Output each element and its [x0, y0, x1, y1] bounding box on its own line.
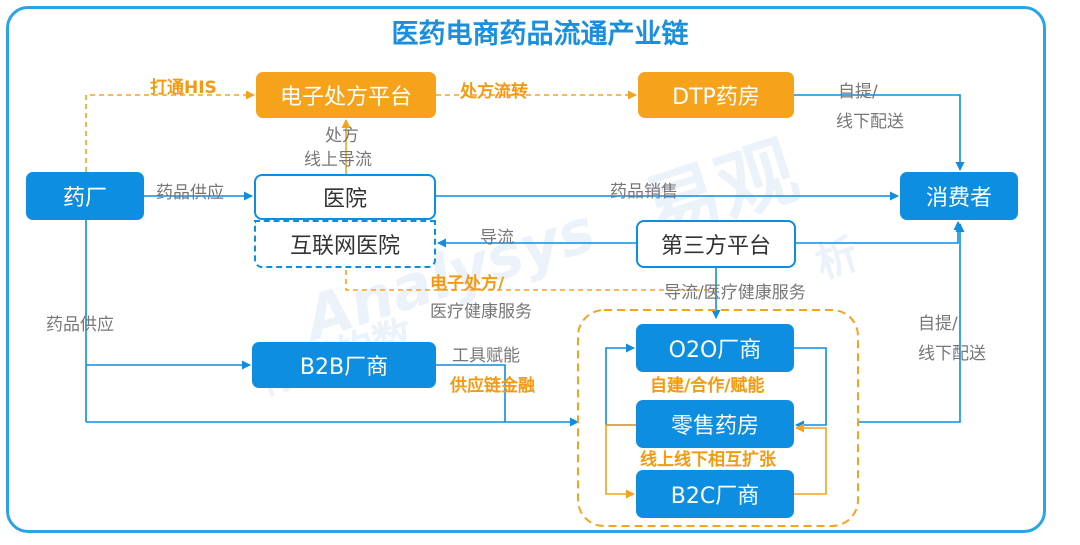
line-b2b-to-cluster [436, 364, 506, 422]
line-internet-hospital-services [345, 270, 716, 291]
label-offline-delivery-2: 线下配送 [918, 344, 986, 364]
label-supply-chain-finance: 供应链金融 [450, 376, 535, 396]
label-offline-delivery-1: 线下配送 [836, 112, 904, 132]
line-retail-to-b2c [605, 424, 636, 499]
node-eprescription: 电子处方平台 [256, 72, 436, 118]
node-o2o: O2O厂商 [636, 324, 794, 372]
node-retail: 零售药房 [636, 400, 794, 448]
node-internet-hospital: 互联网医院 [254, 220, 436, 268]
label-online-diversion: 线上导流 [304, 150, 372, 170]
label-prescription-flow: 处方流转 [460, 82, 528, 102]
label-online-offline: 线上线下相互扩张 [640, 450, 776, 470]
node-consumer: 消费者 [900, 172, 1018, 220]
node-hospital: 医院 [254, 174, 436, 220]
line-retail-to-o2o [605, 343, 636, 426]
line-thirdparty-to-consumer [796, 221, 963, 244]
label-diversion-health: 导流/医疗健康服务 [664, 283, 806, 303]
label-diversion: 导流 [480, 228, 514, 248]
label-drug-sales: 药品销售 [610, 182, 678, 202]
line-open-his [85, 90, 255, 172]
label-open-his: 打通HIS [150, 78, 217, 98]
line-b2c-to-retail [794, 423, 827, 495]
label-drug-supply-1: 药品供应 [156, 183, 224, 203]
node-third-party: 第三方平台 [636, 220, 796, 268]
label-medical-health-service: 医疗健康服务 [430, 302, 532, 322]
label-drug-supply-2: 药品供应 [46, 315, 114, 335]
label-self-build: 自建/合作/赋能 [650, 376, 765, 396]
node-pharma: 药厂 [26, 172, 144, 220]
node-dtp: DTP药房 [638, 72, 794, 118]
retail-cluster-outline [577, 309, 859, 527]
label-e-prescription: 电子处方/ [430, 274, 505, 294]
line-dtp-to-consumer [794, 94, 965, 171]
line-o2o-to-retail [794, 347, 827, 430]
label-self-pickup-2: 自提/ [918, 314, 958, 334]
node-b2b: B2B厂商 [252, 342, 436, 388]
label-tool-empower: 工具赋能 [452, 346, 520, 366]
page-title: 医药电商药品流通产业链 [391, 19, 689, 50]
outer-frame [6, 6, 1046, 533]
label-prescription: 处方 [325, 126, 359, 146]
line-cluster-to-consumer [858, 223, 965, 423]
label-self-pickup-1: 自提/ [838, 82, 878, 102]
node-b2c: B2C厂商 [636, 470, 794, 518]
